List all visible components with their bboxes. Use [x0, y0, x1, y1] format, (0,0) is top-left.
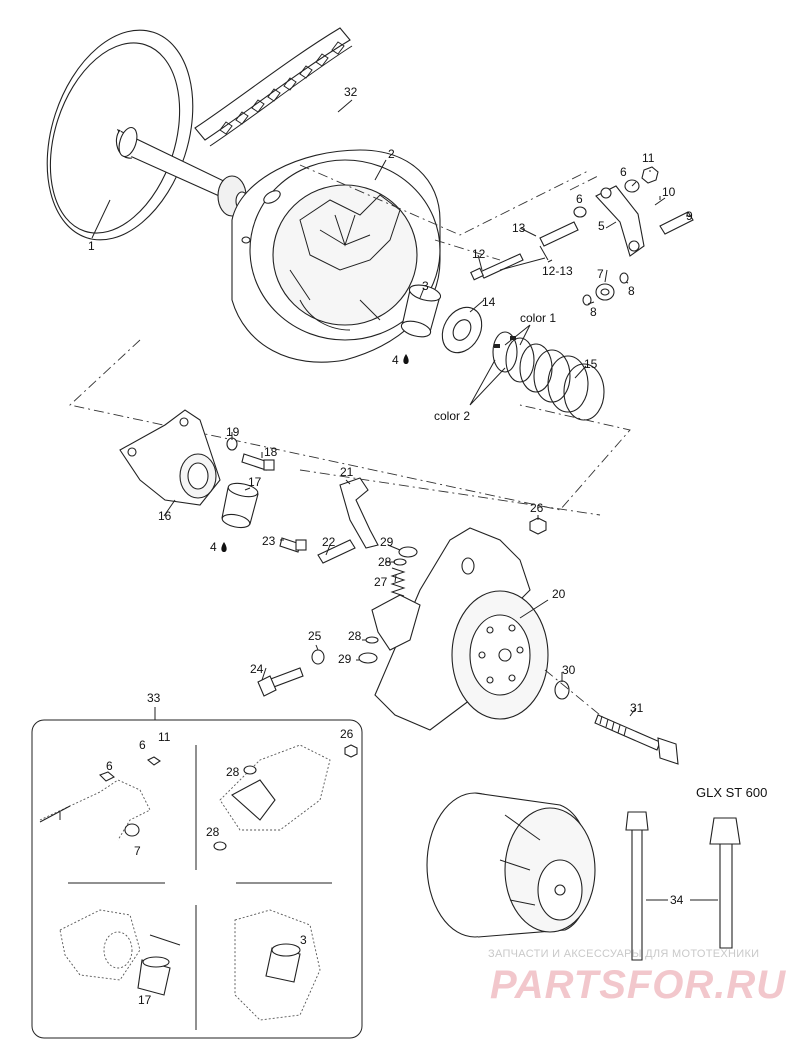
inset-spider-sketch — [59, 909, 181, 996]
part-14-washer — [441, 306, 483, 354]
inset-callout-17: 17 — [138, 993, 152, 1007]
callout-32: 32 — [344, 85, 358, 99]
callout-26: 26 — [530, 501, 544, 515]
inset-callout-6: 6 — [106, 759, 113, 773]
callout-2: 2 — [388, 147, 395, 161]
callout-28: 28 — [378, 555, 392, 569]
part-1-fixed-sheave — [46, 29, 249, 241]
label-color-2: color 2 — [434, 409, 470, 423]
inset-callout-28: 28 — [206, 825, 220, 839]
callout-16: 16 — [158, 509, 172, 523]
part-18-screw — [241, 453, 275, 471]
inset-callout-26: 26 — [340, 727, 354, 741]
inset-callout-11: 11 — [158, 730, 171, 744]
callout-14: 14 — [482, 295, 496, 309]
callout-8: 8 — [628, 284, 635, 298]
inset-frame-33 — [31, 719, 363, 1039]
part-8-washer — [582, 272, 629, 306]
callout-27: 27 — [374, 575, 388, 589]
part-34-bolt-left — [625, 811, 649, 961]
callout-1: 1 — [88, 239, 95, 253]
callout-25: 25 — [308, 629, 322, 643]
callout-12: 12 — [472, 247, 486, 261]
callout-6: 6 — [620, 165, 627, 179]
inset-sheave-sketch — [234, 909, 321, 1021]
inset-callout-3: 3 — [300, 933, 307, 947]
part-29-button — [358, 546, 418, 664]
callout-4: 4 — [392, 353, 399, 367]
callout-6: 6 — [576, 192, 583, 206]
watermark-brand: PARTSFOR.RU — [490, 963, 786, 1007]
callout-12-13: 12-13 — [542, 264, 573, 278]
part-26-nut — [529, 517, 547, 535]
callout-4: 4 — [210, 540, 217, 554]
inset-callout-28: 28 — [226, 765, 240, 779]
leader-lines — [91, 99, 690, 717]
part-22-pin — [317, 539, 356, 564]
callout-30: 30 — [562, 663, 576, 677]
callout-13: 13 — [512, 221, 526, 235]
part-23-screw — [279, 537, 307, 553]
callout-9: 9 — [686, 209, 693, 223]
callout-28: 28 — [348, 629, 362, 643]
roller-bracket — [371, 594, 421, 651]
part-28-ring — [365, 558, 407, 644]
label-color-1: color 1 — [520, 311, 556, 325]
part-12-screw — [470, 253, 524, 281]
part-15-spring — [492, 331, 605, 421]
part-24-screw — [257, 667, 304, 697]
callout-17: 17 — [248, 475, 262, 489]
callout-33: 33 — [147, 691, 161, 705]
callout-29: 29 — [338, 652, 352, 666]
callout-29: 29 — [380, 535, 394, 549]
callout-24: 24 — [250, 662, 264, 676]
oil-drop-icon — [403, 354, 409, 364]
callout-23: 23 — [262, 534, 276, 548]
model-label: GLX ST 600 — [696, 785, 767, 800]
part-9-pin — [659, 211, 694, 235]
part-20-governor-cup — [374, 527, 549, 731]
callout-3: 3 — [422, 279, 429, 293]
part-34-bolt-right — [709, 817, 741, 949]
part-7-roller — [595, 283, 615, 301]
callout-11: 11 — [642, 151, 655, 165]
governor-cup-assembly — [426, 792, 596, 938]
part-27-spring — [390, 567, 406, 597]
inset-callout-labels: 6 11 6 7 26 28 28 3 17 — [106, 727, 354, 1007]
callout-5: 5 — [598, 219, 605, 233]
part-5-lever-arm — [595, 185, 645, 257]
part-32-drive-belt — [194, 27, 353, 147]
callout-20: 20 — [552, 587, 566, 601]
callout-19: 19 — [226, 425, 240, 439]
inset-callout-7: 7 — [134, 844, 141, 858]
watermark: ЗАПЧАСТИ И АКСЕССУАРЫ ДЛЯ МОТОТЕХНИКИ PA… — [488, 948, 786, 1007]
callout-22: 22 — [322, 535, 336, 549]
part-21-weight — [339, 477, 379, 549]
part-31-bolt — [594, 714, 679, 765]
callout-labels: 1 2 3 4 32 14 15 color 1 color 2 5 6 6 1… — [88, 85, 767, 907]
inset-callout-6: 6 — [139, 738, 146, 752]
part-11-nut — [641, 166, 659, 184]
part-3-bushing — [400, 284, 442, 338]
callout-31: 31 — [630, 701, 644, 715]
oil-drop-icon — [221, 542, 227, 552]
inset-cup-sketch — [213, 744, 358, 851]
callout-7: 7 — [597, 267, 604, 281]
part-25-washer — [311, 649, 325, 665]
part-10-cotter — [654, 197, 666, 206]
callout-34: 34 — [670, 893, 684, 907]
part-17-bushing — [221, 482, 259, 529]
callout-10: 10 — [662, 185, 676, 199]
inset-arm-sketch — [39, 756, 161, 841]
callout-15: 15 — [584, 357, 598, 371]
part-13-tube — [539, 221, 579, 247]
callout-21: 21 — [340, 465, 354, 479]
part-16-spider — [119, 409, 221, 506]
callout-18: 18 — [264, 445, 278, 459]
watermark-tagline: ЗАПЧАСТИ И АКСЕССУАРЫ ДЛЯ МОТОТЕХНИКИ — [488, 948, 759, 960]
callout-8: 8 — [590, 305, 597, 319]
